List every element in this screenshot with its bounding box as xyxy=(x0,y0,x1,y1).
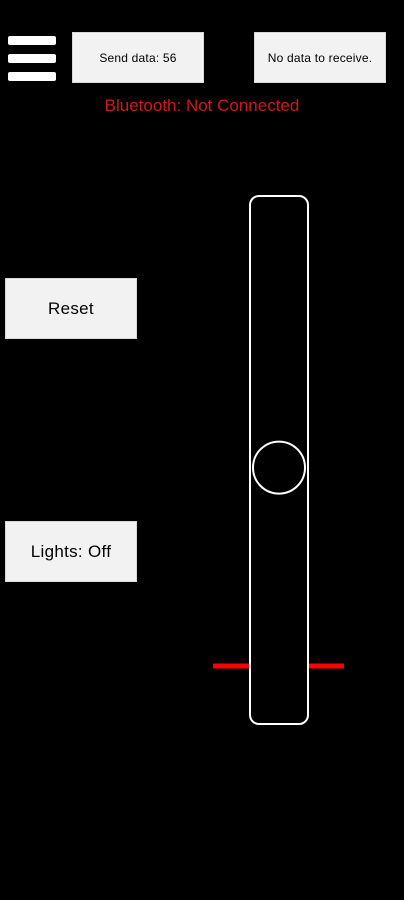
menu-bar xyxy=(8,36,56,45)
bluetooth-status: Bluetooth: Not Connected xyxy=(104,96,300,115)
menu-bar xyxy=(8,54,56,63)
slider-thumb[interactable] xyxy=(252,440,306,495)
send-data-display: Send data: 56 xyxy=(72,32,204,83)
lights-toggle-button[interactable]: Lights: Off xyxy=(5,521,137,582)
reset-button[interactable]: Reset xyxy=(5,278,137,339)
menu-button[interactable] xyxy=(6,34,58,88)
slider-track[interactable] xyxy=(249,195,309,725)
receive-data-display: No data to receive. xyxy=(254,32,386,83)
menu-bar xyxy=(8,72,56,81)
